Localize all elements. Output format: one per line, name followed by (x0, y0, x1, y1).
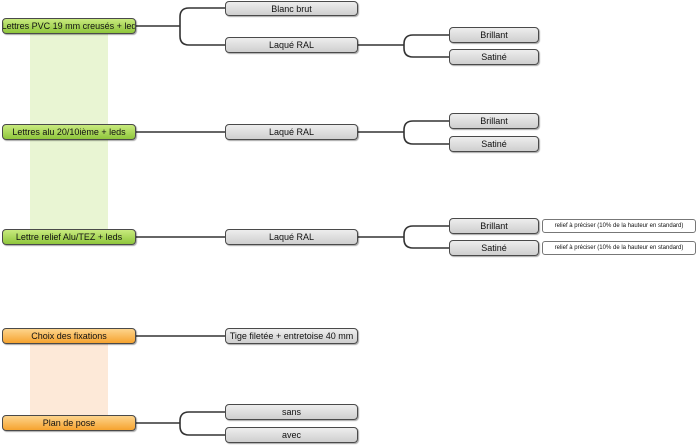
note-relief-satine: relief à préciser (10% de la hauteur en … (542, 241, 696, 255)
finish-pvc-brillant[interactable]: Brillant (449, 27, 539, 43)
option-laque-ral-relief[interactable]: Laqué RAL (225, 229, 358, 245)
connector-relief-finish-branch (403, 225, 449, 249)
option-avec[interactable]: avec (225, 427, 358, 443)
finish-alu-satine[interactable]: Satiné (449, 136, 539, 152)
category-alu[interactable]: Lettres alu 20/10ième + leds (2, 124, 136, 140)
finish-alu-brillant[interactable]: Brillant (449, 113, 539, 129)
note-relief-brillant: relief à préciser (10% de la hauteur en … (542, 219, 696, 233)
option-sans[interactable]: sans (225, 404, 358, 420)
connector-pvc-branch (179, 7, 225, 46)
category-relief[interactable]: Lettre relief Alu/TEZ + leds (2, 229, 136, 245)
option-laque-ral-alu[interactable]: Laqué RAL (225, 124, 358, 140)
finish-pvc-satine[interactable]: Satiné (449, 49, 539, 65)
category-pose[interactable]: Plan de pose (2, 415, 136, 431)
option-laque-ral-pvc[interactable]: Laqué RAL (225, 37, 358, 53)
category-pvc[interactable]: Lettres PVC 19 mm creusés + led (2, 18, 136, 34)
option-blanc-brut[interactable]: Blanc brut (225, 1, 358, 16)
connector-alu-finish-branch (403, 120, 449, 145)
connector-pvc-finish-branch (403, 34, 449, 58)
option-tige-filetee[interactable]: Tige filetée + entretoise 40 mm (225, 328, 358, 344)
connector-pose-branch (179, 411, 225, 436)
orange-band (30, 342, 108, 420)
finish-relief-brillant[interactable]: Brillant (449, 218, 539, 234)
finish-relief-satine[interactable]: Satiné (449, 240, 539, 256)
category-fixations[interactable]: Choix des fixations (2, 328, 136, 344)
